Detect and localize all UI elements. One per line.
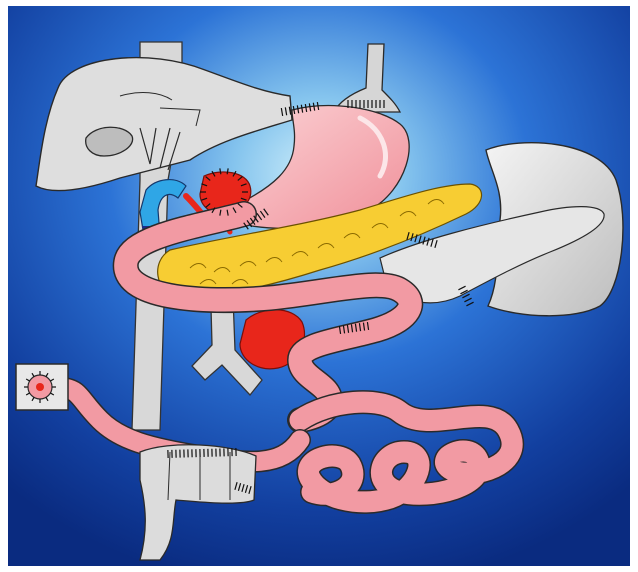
- stoma-box: [16, 364, 68, 410]
- small-bowel: [300, 402, 512, 502]
